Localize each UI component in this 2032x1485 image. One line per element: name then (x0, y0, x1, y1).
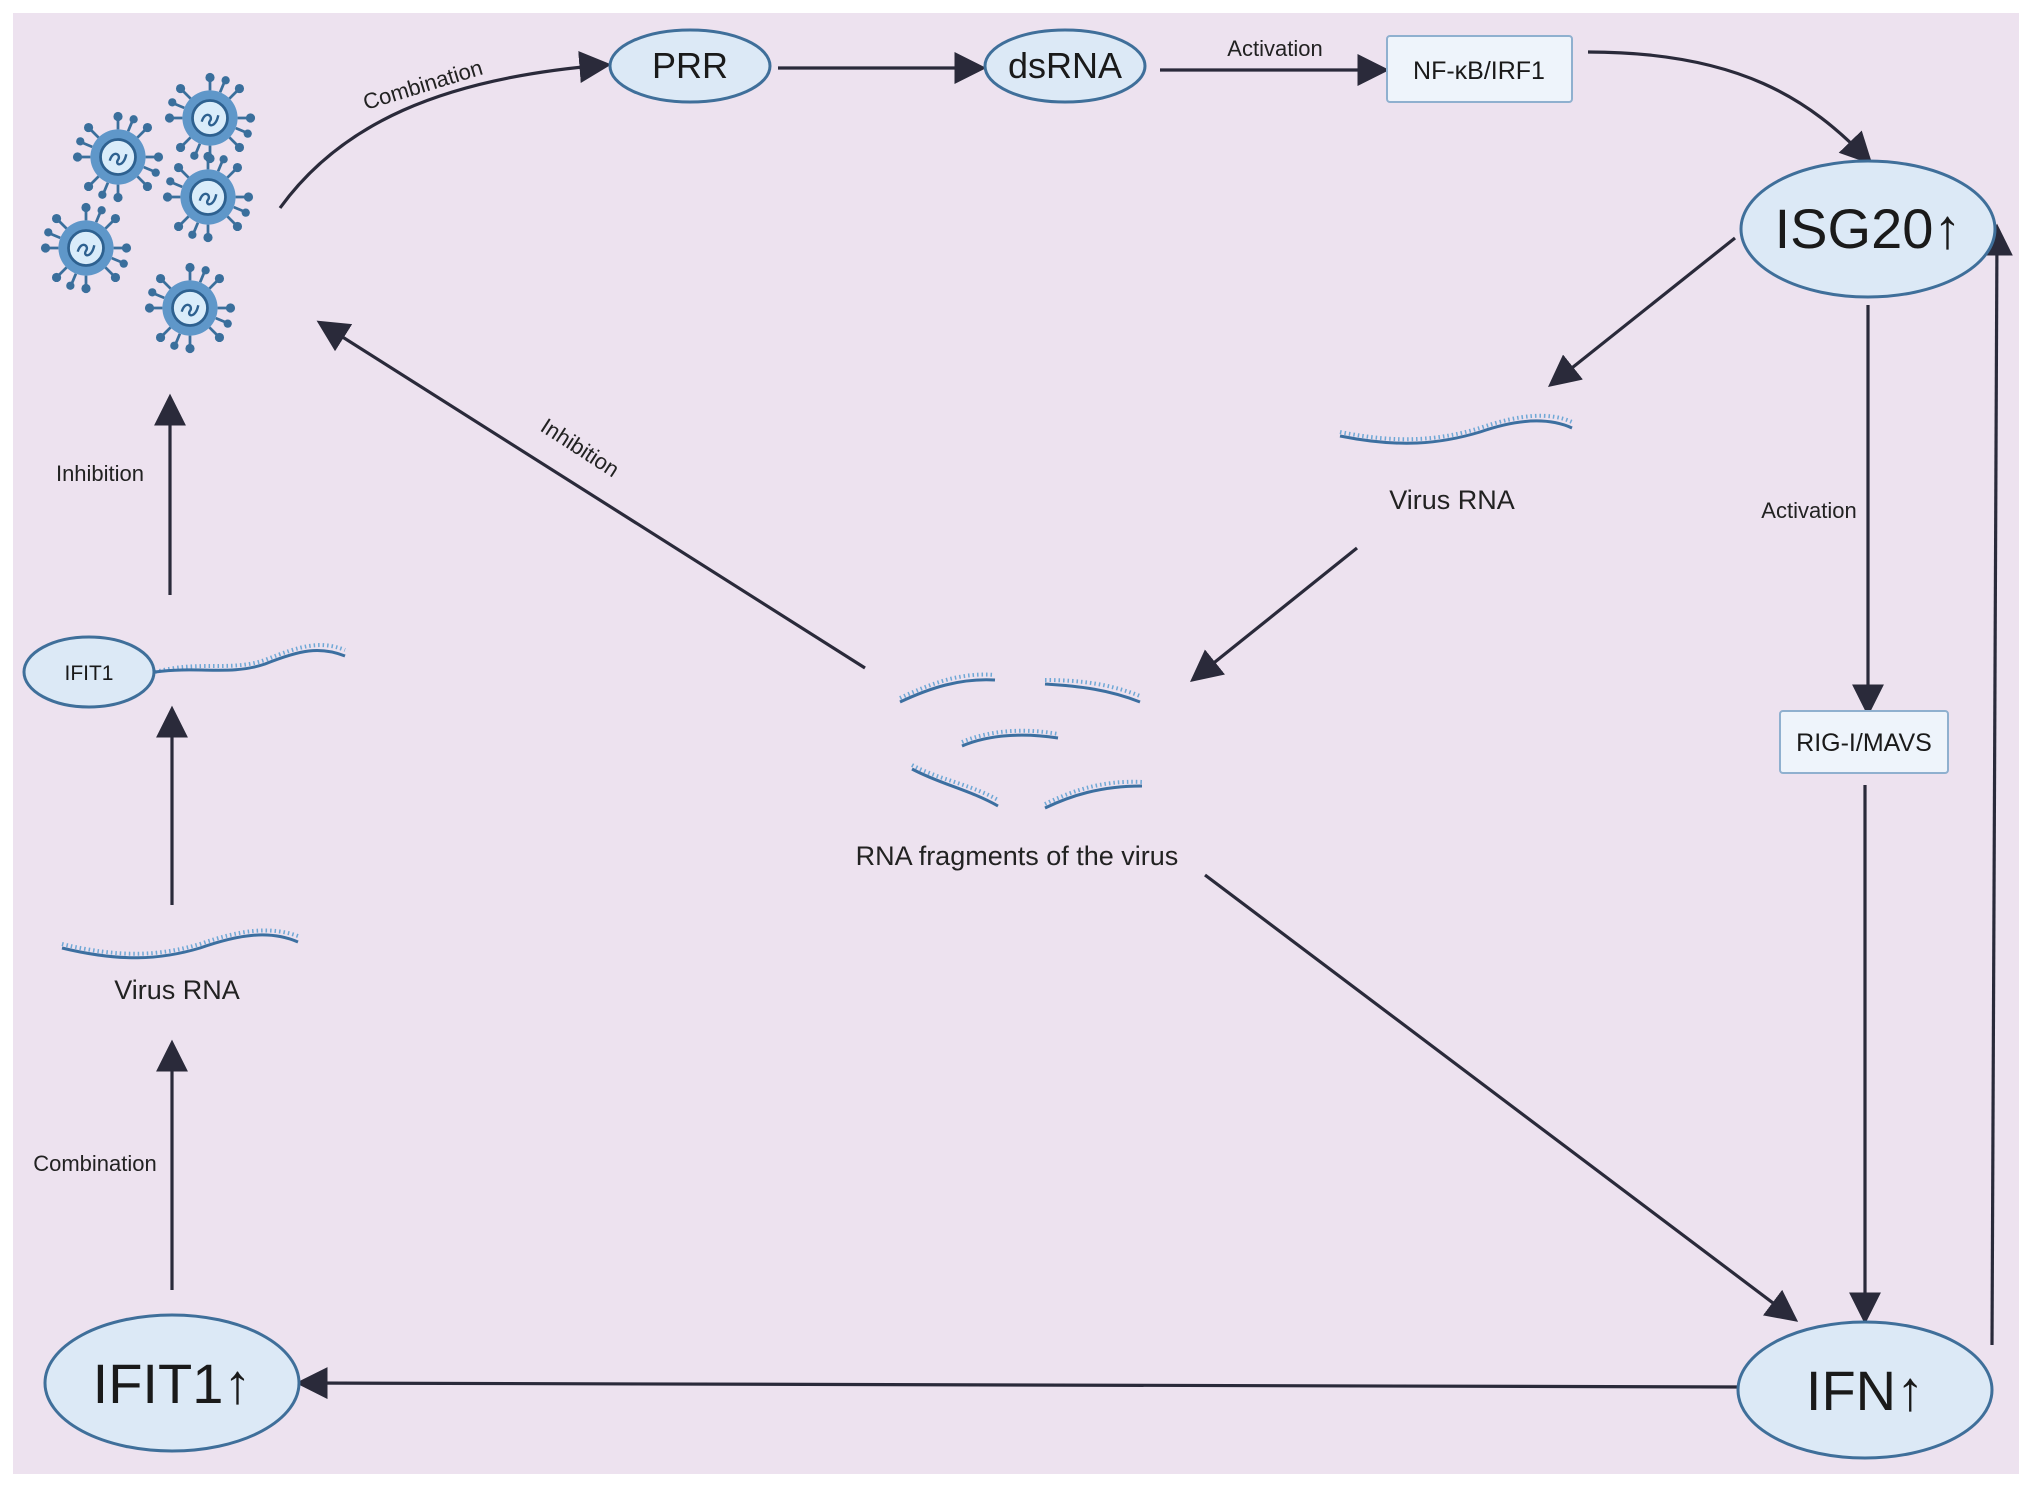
virus-particle-icon (71, 110, 165, 204)
prr-node: PRR (608, 28, 772, 104)
rig-mavs-label: RIG-I/MAVS (1796, 729, 1932, 757)
isg20-node: ISG20↑ (1739, 159, 1997, 299)
nfkb-irf1-box: NF-κB/IRF1 (1386, 35, 1573, 103)
activation-label-top: Activation (1227, 36, 1322, 61)
virus-rna-strand-left (61, 928, 299, 960)
rig-mavs-box: RIG-I/MAVS (1779, 710, 1949, 774)
ifit1-up-node: IFIT1↑ (43, 1313, 301, 1453)
arrow-fragments-inhibit-virus (316, 320, 866, 670)
arrow-ifn-to-isg20 (1980, 223, 2013, 1346)
dsrna-label: dsRNA (1008, 45, 1122, 86)
ifn-node: IFN↑ (1736, 1320, 1994, 1460)
diagram-background (13, 13, 2019, 1474)
arrow-virus-rna-to-fragments (1190, 546, 1359, 683)
ifit1-up-label: IFIT1↑ (93, 1352, 252, 1415)
virus-particle-icon (143, 261, 237, 355)
inhibition-label-left: Inhibition (56, 461, 144, 486)
prr-label: PRR (652, 45, 728, 86)
arrow-isg20-to-virus-rna (1547, 236, 1736, 387)
virus-particle-icon (39, 201, 133, 295)
arrow-virus-to-prr (278, 51, 612, 209)
arrow-ifn-to-ifit1 (295, 1367, 1743, 1400)
combination-label-left: Combination (33, 1151, 157, 1176)
dsrna-node: dsRNA (983, 28, 1147, 104)
ifit1-small-label: IFIT1 (64, 662, 113, 685)
activation-label-right: Activation (1761, 498, 1856, 523)
arrow-fragments-to-ifn (1204, 873, 1799, 1322)
isg20-label: ISG20↑ (1775, 197, 1962, 260)
virus-rna-label-right: Virus RNA (1389, 485, 1515, 515)
ifn-label: IFN↑ (1806, 1359, 1924, 1422)
virus-rna-strand-right (1339, 413, 1573, 445)
virus-rna-label-left: Virus RNA (114, 975, 240, 1005)
rna-fragments-cluster (899, 672, 1143, 810)
virus-particle-icon (163, 71, 257, 165)
ifit1-rna-complex: IFIT1 (22, 635, 346, 709)
nfkb-irf1-label: NF-κB/IRF1 (1413, 57, 1545, 85)
virus-particle-icon (161, 150, 255, 244)
rna-fragments-label: RNA fragments of the virus (856, 841, 1179, 871)
arrow-nfkb-to-isg20 (1587, 50, 1873, 165)
